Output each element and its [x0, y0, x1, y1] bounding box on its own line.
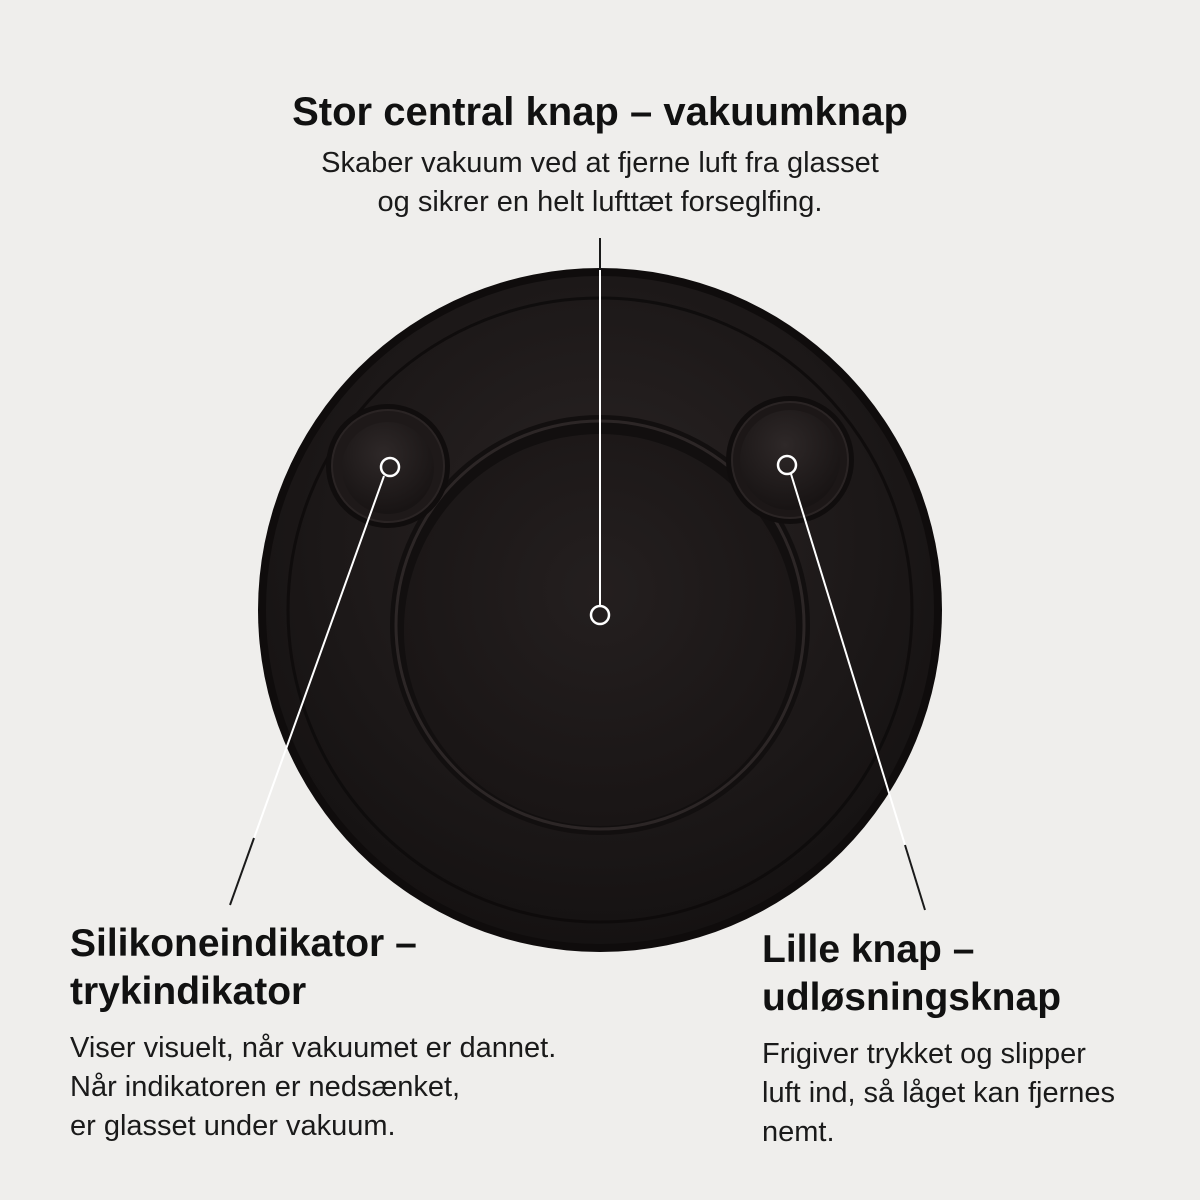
callout-silicone-indicator: Silikoneindikator – trykindikator Viser … [70, 920, 670, 1147]
callout-release-button: Lille knap – udløsningsknap Frigiver try… [762, 926, 1182, 1153]
callout-indicator-description: Viser visuelt, når vakuumet er dannet. N… [70, 1032, 557, 1143]
leader-line-release-outside [904, 844, 926, 911]
release-button [740, 410, 840, 510]
leader-dot-indicator [379, 456, 401, 478]
leader-dot-release [776, 454, 798, 476]
callout-vacuum-title: Stor central knap – vakuumknap [292, 90, 908, 134]
silicone-indicator [342, 422, 434, 514]
leader-line-indicator [229, 475, 385, 906]
vacuum-button [404, 434, 796, 826]
leader-line-release [790, 473, 926, 911]
callout-vacuum-description: Skaber vakuum ved at fjerne luft fra gla… [321, 147, 879, 218]
callout-release-description: Frigiver trykket og slipper luft ind, så… [762, 1038, 1116, 1149]
callout-vacuum-button: Stor central knap – vakuumknap Skaber va… [200, 88, 1000, 221]
leader-line-indicator-outside [229, 837, 255, 906]
callout-release-title: Lille knap – udløsningsknap [762, 928, 1062, 1019]
leader-dot-vacuum [589, 604, 611, 626]
callout-indicator-title: Silikoneindikator – trykindikator [70, 922, 417, 1013]
